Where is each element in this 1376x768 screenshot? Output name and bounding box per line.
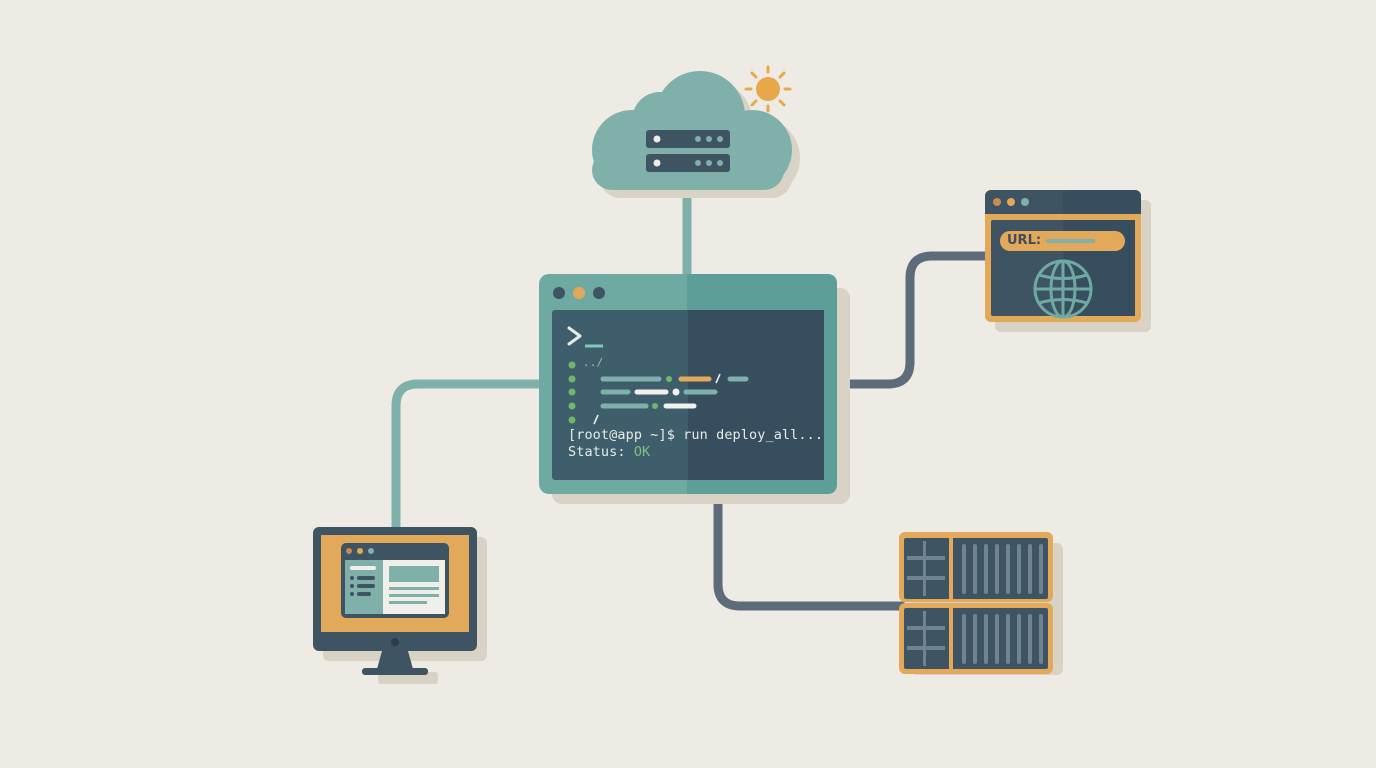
connector-terminal-monitor bbox=[391, 379, 547, 535]
terminal-window-icon bbox=[539, 274, 850, 504]
cloud-icon bbox=[592, 71, 800, 198]
storage-server-icon bbox=[899, 532, 1063, 675]
terminal-command-line: [root@app ~]$ run deploy_all... bbox=[568, 427, 824, 443]
desktop-monitor-icon bbox=[313, 527, 487, 684]
connectors bbox=[391, 185, 993, 611]
connector-terminal-storage bbox=[713, 489, 907, 611]
url-label: URL: bbox=[1007, 233, 1042, 248]
browser-window-icon bbox=[985, 190, 1151, 332]
globe-icon bbox=[1033, 259, 1093, 319]
sun-icon bbox=[744, 65, 792, 113]
status-value: OK bbox=[633, 444, 651, 460]
server-rack-icon bbox=[646, 130, 730, 172]
terminal-status-line: Status: OK bbox=[568, 444, 650, 460]
terminal-path: ../ bbox=[583, 356, 604, 369]
prompt-chevron bbox=[567, 326, 582, 346]
connector-terminal-browser bbox=[831, 251, 993, 389]
status-label: Status: bbox=[568, 444, 634, 460]
